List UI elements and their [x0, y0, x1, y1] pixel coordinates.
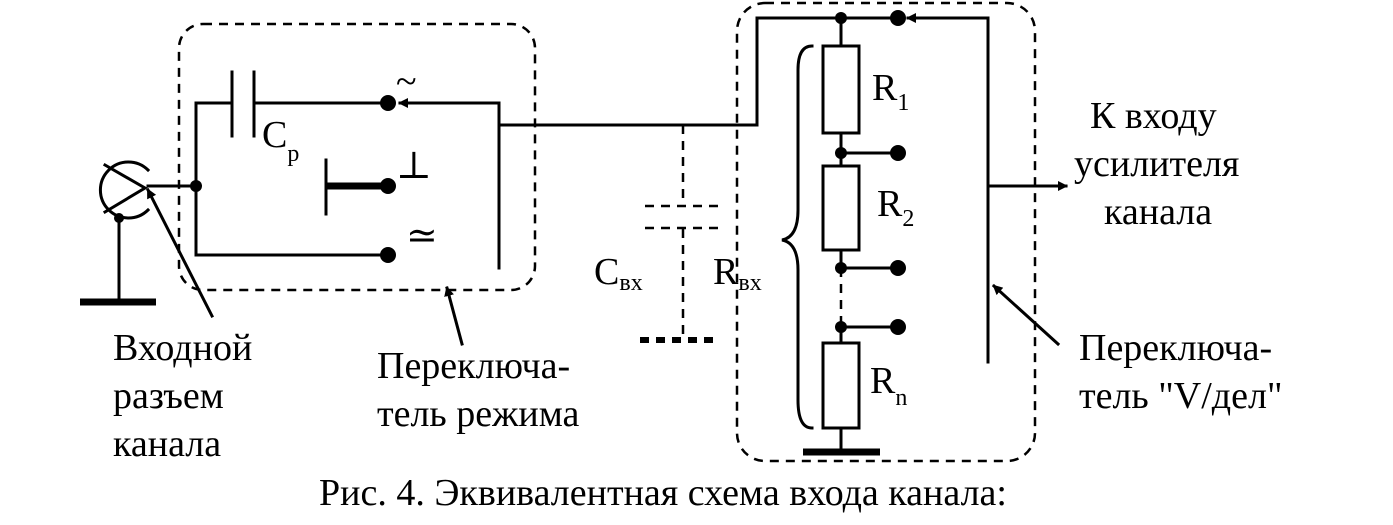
connector-label-3: канала: [113, 423, 221, 465]
resistor-ladder: [803, 10, 906, 456]
rin-brace: [781, 44, 814, 430]
rn-label: Rn: [870, 360, 907, 411]
connector-pointer: [145, 187, 215, 319]
attenuator-box: [735, 1, 1037, 463]
resistor-r2: [821, 164, 861, 252]
mode-gnd-symbol: ⊥: [396, 145, 432, 187]
connector-label-2: разъем: [113, 375, 224, 417]
vdiv-switch-label-2: тель "V/дел": [1079, 375, 1282, 417]
coupling-capacitor: [230, 70, 256, 138]
cp-label: Cр: [262, 114, 299, 167]
output-label-3: канала: [1104, 191, 1212, 233]
r2-label: R2: [877, 183, 914, 232]
output-label-1: К входу: [1090, 95, 1217, 137]
resistor-r1: [821, 44, 861, 135]
rin-label: Rвх: [713, 251, 762, 296]
vdiv-switch-pointer: [991, 283, 1061, 347]
vdiv-switch-label-1: Переключа-: [1079, 327, 1272, 369]
output-label-2: усилителя: [1074, 143, 1239, 185]
r1-label: R1: [872, 67, 909, 116]
mode-switch-label-1: Переключа-: [377, 345, 570, 387]
input-connector: [80, 160, 156, 306]
mode-switch-pointer: [444, 286, 464, 346]
mode-ac-symbol: ~: [396, 61, 417, 103]
mode-switch-wiring: [146, 95, 501, 270]
cin-label: Cвх: [594, 251, 643, 296]
vdiv-switch: [906, 13, 1068, 364]
connector-label-1: Входной: [113, 327, 252, 369]
mode-switch-box: [177, 22, 537, 292]
mode-dc-symbol: ≃: [406, 215, 438, 257]
figure-caption: Рис. 4. Эквивалентная схема входа канала…: [319, 472, 1007, 514]
signal-wire: [497, 16, 896, 127]
input-capacitance: [640, 125, 720, 343]
mode-switch-label-2: тель режима: [377, 393, 580, 435]
resistor-rn: [821, 341, 861, 430]
